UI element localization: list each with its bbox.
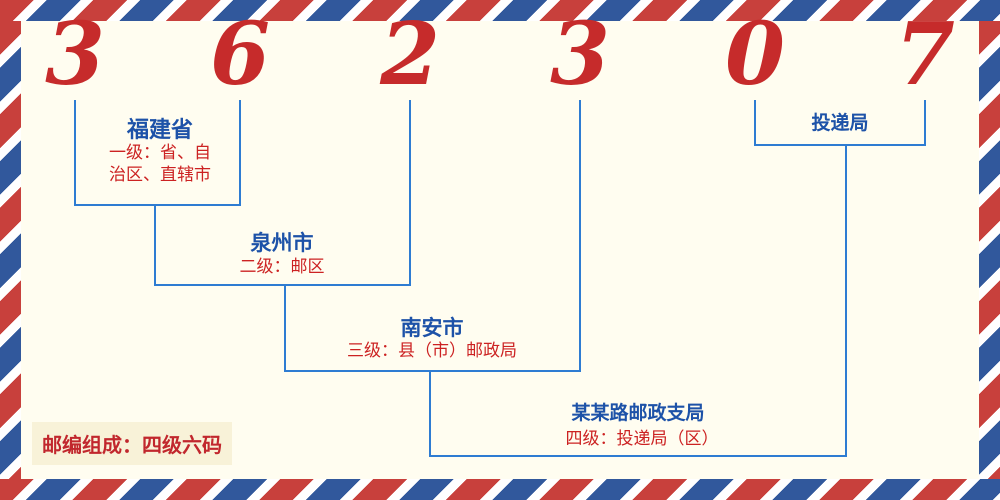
postal-digit-5: 0	[725, 4, 785, 105]
level3-county-desc: 三级：县（市）邮政局	[347, 341, 517, 361]
connector-line-digit2-down	[239, 100, 241, 206]
level1-province-desc: 一级：省、自 治区、直辖市	[109, 143, 211, 185]
postal-digit-2: 6	[210, 4, 270, 105]
postal-digit-1: 3	[45, 4, 105, 105]
level1-province-name: 福建省	[126, 118, 194, 143]
connector-line-level3-drop	[429, 370, 431, 457]
level4-branch-name: 某某路邮政支局	[571, 402, 705, 424]
connector-line-digit3-down	[409, 100, 411, 286]
connector-line-level4-horizontal	[429, 455, 847, 457]
airmail-border-top	[0, 0, 1000, 21]
airmail-border-right	[979, 21, 1000, 479]
postal-digit-4: 3	[550, 4, 610, 105]
connector-line-digit4-down	[579, 100, 581, 372]
connector-line-delivery-horizontal	[754, 144, 926, 146]
connector-line-level1-drop	[154, 204, 156, 286]
airmail-border-left	[0, 21, 21, 479]
level2-city-name: 泉州市	[250, 231, 314, 255]
connector-line-digit5-down	[754, 100, 756, 146]
postal-digit-6: 7	[895, 4, 955, 105]
delivery-office-label: 投递局	[811, 112, 869, 134]
connector-line-level3-horizontal	[284, 370, 581, 372]
postal-digit-3: 2	[380, 4, 440, 105]
connector-line-digit6-down	[924, 100, 926, 146]
connector-line-level2-horizontal	[154, 284, 411, 286]
level3-county-name: 南安市	[400, 316, 464, 340]
connector-line-digit1-down	[74, 100, 76, 206]
connector-line-level1-horizontal	[74, 204, 241, 206]
level2-city-desc: 二级：邮区	[239, 257, 325, 277]
connector-line-delivery-drop	[845, 144, 847, 457]
level4-branch-desc: 四级：投递局（区）	[565, 429, 719, 449]
composition-note: 邮编组成：四级六码	[32, 422, 232, 465]
airmail-border-bottom	[0, 479, 1000, 500]
connector-line-level2-drop	[284, 284, 286, 372]
